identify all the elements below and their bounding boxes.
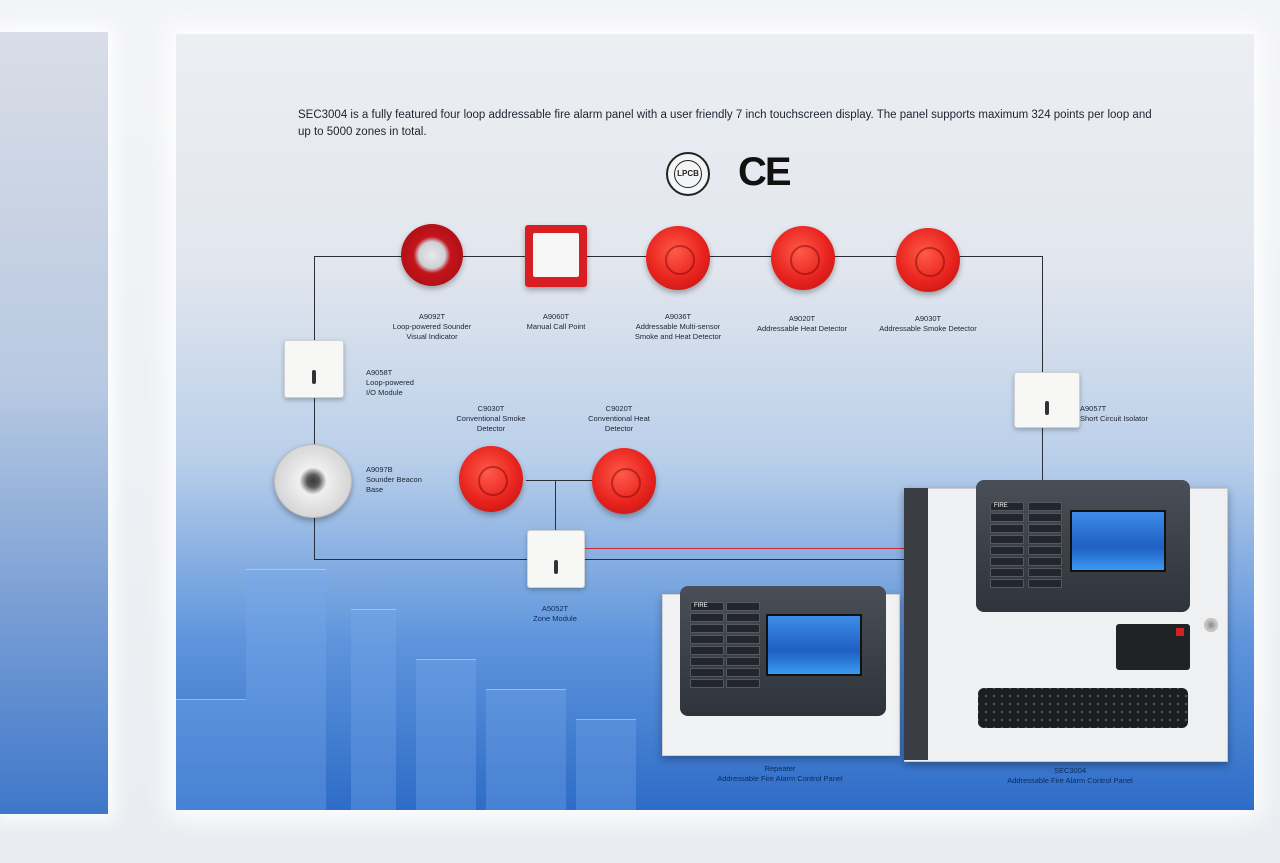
speaker-grille <box>978 688 1188 728</box>
city-skyline <box>176 699 246 810</box>
city-skyline <box>576 719 636 810</box>
city-skyline <box>351 609 396 810</box>
repeater-button-column: FIRE <box>690 602 724 688</box>
adjacent-display-board <box>0 32 108 814</box>
smoke-detector <box>896 228 960 292</box>
loop-wire-right <box>1042 256 1043 484</box>
product-description: SEC3004 is a fully featured four loop ad… <box>298 109 1152 138</box>
ce-mark-logo: CE <box>738 150 792 194</box>
sec3004-panel-front: FIRE <box>976 480 1190 612</box>
sounder-beacon-base <box>274 444 352 518</box>
fire-indicator: FIRE <box>690 602 724 611</box>
heat-detector <box>771 226 835 290</box>
multi-sensor-detector <box>646 226 710 290</box>
manual-call-point <box>525 225 587 287</box>
city-skyline <box>416 659 476 810</box>
repeater-button-column <box>726 602 760 688</box>
loop-wire-left <box>314 256 315 560</box>
short-circuit-isolator <box>1014 372 1080 428</box>
conventional-drop-wire <box>555 480 556 530</box>
sec3004-panel-side <box>904 488 928 760</box>
conventional-smoke-detector <box>459 446 523 512</box>
sec3004-button-column <box>1028 502 1062 588</box>
loop-wire-bottom <box>314 559 904 560</box>
panel-printer <box>1116 624 1190 670</box>
sounder-visual-indicator <box>401 224 463 286</box>
lpcb-certification-logo: LPCB <box>666 152 710 196</box>
conventional-wire <box>526 480 624 481</box>
repeater-panel-front: FIRE <box>680 586 886 716</box>
zone-wire-red <box>582 548 904 549</box>
fire-indicator: FIRE <box>990 502 1024 511</box>
conventional-heat-detector <box>592 448 656 514</box>
zone-module <box>527 530 585 588</box>
sec3004-touchscreen <box>1070 510 1166 572</box>
repeater-touchscreen <box>766 614 862 676</box>
io-module <box>284 340 344 398</box>
city-skyline <box>486 689 566 810</box>
city-skyline <box>246 569 326 810</box>
door-lock-icon <box>1204 618 1218 632</box>
sec3004-button-column: FIRE <box>990 502 1024 588</box>
